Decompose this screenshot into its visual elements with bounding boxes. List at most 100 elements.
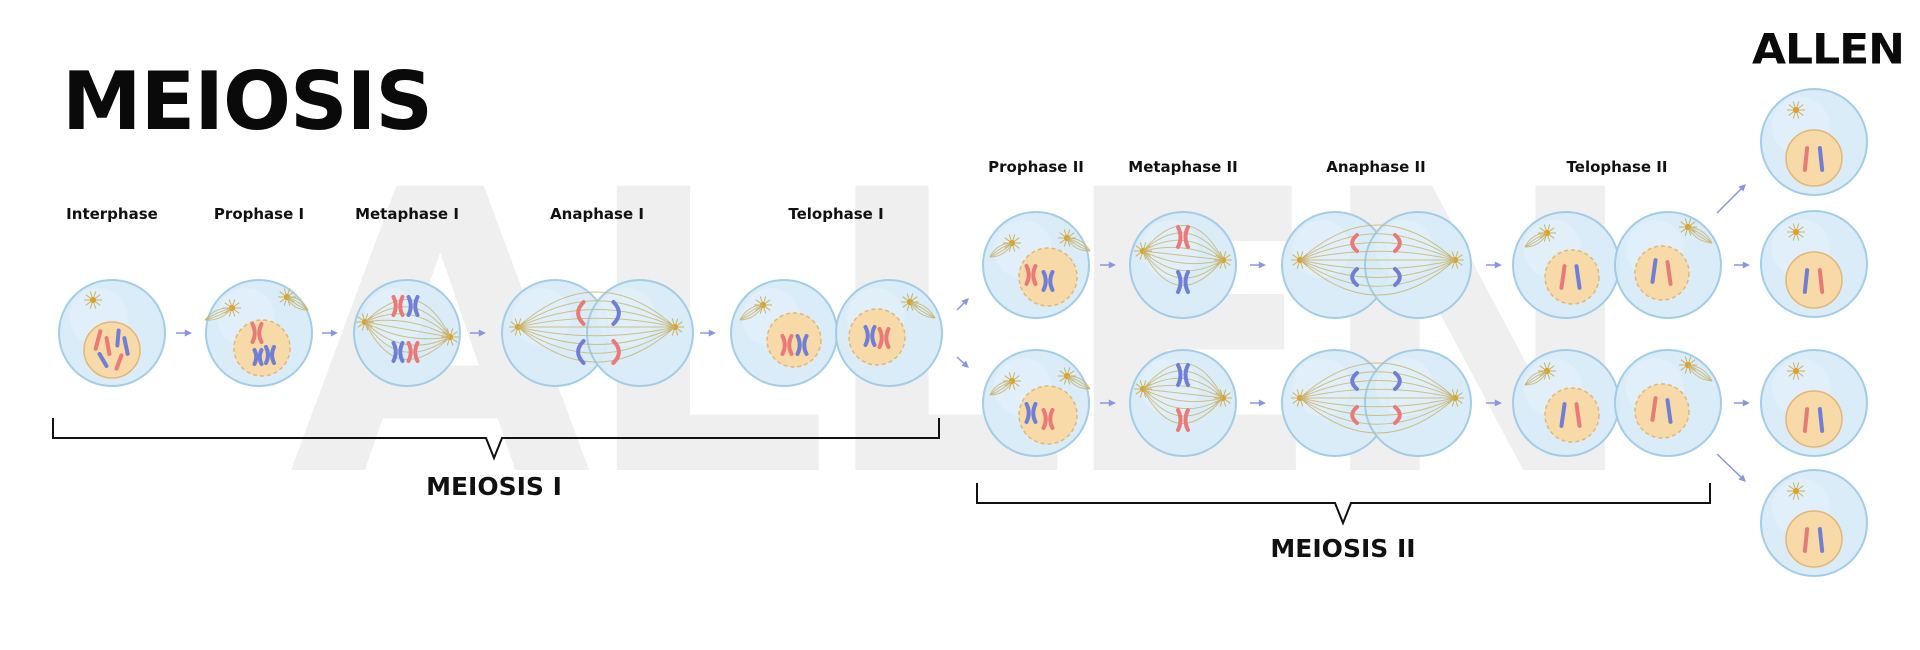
cell-prophase-1: [204, 279, 313, 387]
nucleus: [83, 321, 141, 379]
cell-membrane: [1364, 211, 1472, 319]
spindle-fiber: [1299, 259, 1456, 287]
centrosome: [1058, 229, 1076, 247]
spindle-fiber: [1687, 364, 1713, 382]
chromosome: [1393, 371, 1402, 391]
chromosome: [1650, 258, 1658, 284]
cell-prophase-2: [982, 349, 1091, 457]
arrow-head: [1494, 261, 1502, 269]
nucleus: [1018, 385, 1078, 445]
nucleus: [1785, 510, 1843, 568]
chromosome: [1393, 267, 1402, 287]
spindle-fiber: [1299, 397, 1456, 425]
chromosome-pair: [1176, 363, 1190, 387]
label-prophase-2: Prophase II: [988, 158, 1084, 176]
spindle-fiber: [1687, 226, 1713, 244]
bracket: [976, 483, 1711, 526]
arrow: [700, 329, 716, 337]
spindle-fiber: [1524, 370, 1548, 386]
chromatid: [787, 334, 794, 356]
chromatid: [252, 348, 259, 366]
arrow-head: [1494, 399, 1502, 407]
chromosome: [1350, 371, 1359, 391]
spindle-fiber: [1299, 242, 1456, 261]
spindle-fiber: [286, 296, 309, 311]
spindle-fiber: [1299, 380, 1456, 399]
spindle-fiber: [1299, 371, 1456, 399]
nucleus: [1785, 251, 1843, 309]
nucleus: [766, 312, 822, 368]
cell-metaphase-2: [1129, 211, 1237, 319]
chromosome-pair: [1176, 408, 1190, 432]
spindle-fiber: [909, 301, 936, 319]
spindle-fiber: [517, 291, 676, 328]
cell-telophase-2: [1512, 211, 1722, 319]
daughter-cell: [1760, 88, 1868, 196]
arrow-head: [1742, 261, 1750, 269]
chromosome: [1802, 527, 1810, 553]
spindle-fiber: [517, 326, 676, 337]
arrow-head: [1738, 184, 1746, 192]
spindle-fiber: [989, 242, 1013, 258]
chromosome-pair: [1024, 264, 1038, 286]
arrow: [956, 298, 969, 311]
spindle-fiber: [1142, 388, 1224, 399]
chromosome: [93, 329, 103, 351]
nucleus: [1544, 387, 1600, 443]
cell-anaphase-2: [1281, 349, 1472, 457]
arrow: [1100, 261, 1116, 269]
centrosome: [1787, 362, 1805, 380]
spindle-fiber: [364, 319, 451, 338]
spindle-fiber: [364, 321, 451, 338]
chromosome: [1574, 402, 1582, 428]
chromosome: [115, 328, 121, 348]
spindle-fiber: [989, 380, 1013, 396]
centrosome: [84, 291, 102, 309]
chromatid: [257, 322, 264, 344]
page-title: MEIOSIS: [62, 55, 433, 148]
chromosome: [1817, 527, 1825, 553]
spindle-fiber: [517, 309, 676, 328]
chromosome-pair: [406, 341, 420, 363]
arrow: [176, 329, 192, 337]
arrow: [1716, 453, 1746, 482]
spindle-fiber: [517, 326, 676, 363]
brand-logo: ALLEN: [1752, 25, 1905, 74]
chromosome-pair: [250, 322, 264, 344]
spindle-fiber: [517, 317, 676, 328]
chromosome: [1817, 268, 1825, 294]
spindle-fiber: [909, 301, 936, 319]
chromosome: [1350, 233, 1359, 253]
spindle-fiber: [1687, 226, 1713, 244]
nucleus: [1018, 247, 1078, 307]
label-telophase-2: Telophase II: [1566, 158, 1668, 176]
label-meiosis-2: MEIOSIS II: [1270, 534, 1416, 563]
daughter-cell: [1760, 469, 1868, 577]
spindle-fiber: [1524, 232, 1548, 248]
cell-highlight: [512, 287, 571, 347]
chromosome-pair: [780, 334, 794, 356]
arrow-head: [961, 298, 969, 306]
nucleus: [1785, 129, 1843, 187]
chromosome: [97, 351, 109, 369]
chromosome-pair: [391, 295, 405, 317]
spindle-fiber: [364, 321, 451, 346]
spindle-fiber: [989, 242, 1013, 258]
cell-membrane: [353, 279, 461, 387]
label-prophase-1: Prophase I: [213, 205, 305, 223]
chromatid: [406, 295, 413, 317]
chromosome-pair: [391, 341, 405, 363]
arrow: [1734, 261, 1750, 269]
chromatid: [870, 325, 877, 347]
arrow-head: [961, 360, 969, 368]
chromatid: [1048, 408, 1055, 430]
arrow-shaft: [1716, 186, 1744, 214]
cell-anaphase-2: [1281, 211, 1472, 319]
spindle-fiber: [286, 296, 309, 311]
label-metaphase-1: Metaphase I: [355, 205, 459, 223]
chromatid: [398, 295, 405, 317]
cell-metaphase-1: [353, 279, 461, 387]
spindle-fiber: [1142, 225, 1224, 261]
spindle-fiber: [1142, 246, 1224, 261]
chromosome: [1817, 146, 1825, 172]
